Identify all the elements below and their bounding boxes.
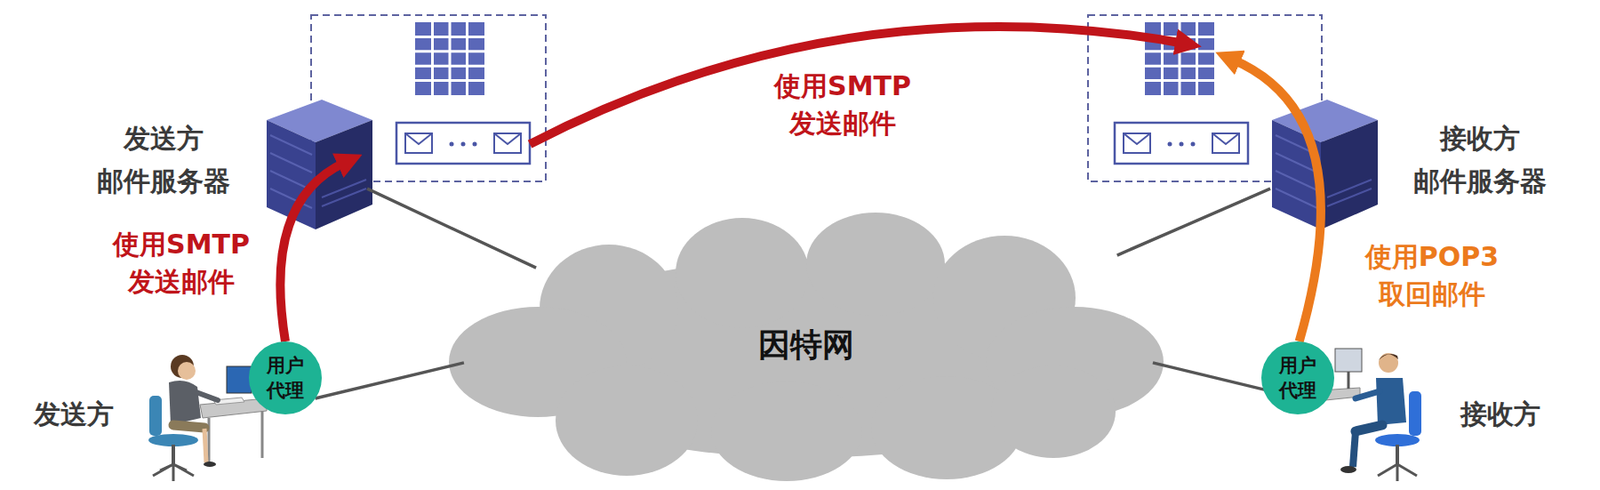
cloud-lobe (555, 365, 698, 476)
agent-label: 用户 代理 (1279, 352, 1317, 404)
monitor (226, 366, 252, 393)
face (177, 361, 196, 380)
chair-back (1408, 391, 1422, 436)
shoe (203, 461, 216, 467)
thigh (1355, 424, 1383, 432)
cloud-lobe (675, 217, 809, 328)
mail-server: 接收方 邮件服务器 (1088, 15, 1378, 230)
text-holder: 使用SMTP 发送邮件 (774, 67, 912, 143)
network-link (1152, 362, 1264, 390)
skirt (173, 424, 205, 428)
chair-seat (1375, 433, 1420, 447)
monitor-stand (1347, 371, 1351, 389)
server-label: 发送方 邮件服务器 (96, 117, 231, 203)
arm (1355, 391, 1380, 399)
desk-legs (208, 410, 263, 463)
chair-post (171, 444, 176, 464)
party-label: 接收方 (1460, 396, 1541, 432)
user-agent-circle: 用户 代理 (248, 341, 322, 415)
network-link (367, 188, 536, 268)
cloud-lobe (711, 381, 863, 481)
arm (193, 391, 218, 400)
cloud-lobe (991, 365, 1116, 458)
mail-server: 发送方 邮件服务器 (266, 15, 546, 230)
chair-seat (148, 433, 199, 447)
server-label: 接收方 邮件服务器 (1413, 117, 1547, 203)
body (168, 380, 201, 425)
chair-base (152, 464, 194, 481)
mail-queue (1114, 122, 1248, 164)
protocol-label: 使用POP3 取回邮件 (1365, 238, 1499, 313)
user-agent-circle: 用户 代理 (1261, 341, 1335, 415)
text-holder: 接收方 邮件服务器 (1413, 117, 1547, 203)
hair (1378, 353, 1399, 360)
protocol-label: 使用SMTP 发送邮件 (112, 225, 250, 301)
mail-flow-arrow (280, 162, 345, 342)
mailbox-grid (415, 22, 485, 96)
chair-post (1395, 444, 1400, 464)
body (1376, 377, 1407, 425)
chair-back (149, 395, 162, 436)
text-holder: 接收方 (1460, 396, 1541, 432)
server-icon (266, 99, 373, 230)
text-holder: 使用SMTP 发送邮件 (112, 225, 250, 301)
shoe (1340, 465, 1357, 473)
network-link (315, 362, 464, 399)
face (1378, 352, 1399, 373)
internet-cloud: 因特网 (448, 208, 1164, 481)
agent-label: 用户 代理 (266, 352, 304, 404)
mail-flow-arrow (529, 26, 1184, 144)
leg (1352, 431, 1356, 467)
text-holder: 发送方 (33, 396, 114, 432)
network-link (1117, 188, 1271, 256)
text-holder: 使用POP3 取回邮件 (1365, 238, 1499, 313)
mailbox-grid (1144, 22, 1215, 96)
party-label: 发送方 (33, 396, 114, 432)
cloud-label: 因特网 (758, 325, 855, 364)
mail-queue (396, 122, 530, 164)
monitor (1335, 348, 1362, 372)
text-holder: 发送方 邮件服务器 (96, 117, 231, 203)
chair-base (1377, 464, 1417, 481)
cloud-lobe (806, 212, 945, 316)
protocol-label: 使用SMTP 发送邮件 (774, 67, 912, 143)
leg (204, 428, 207, 463)
